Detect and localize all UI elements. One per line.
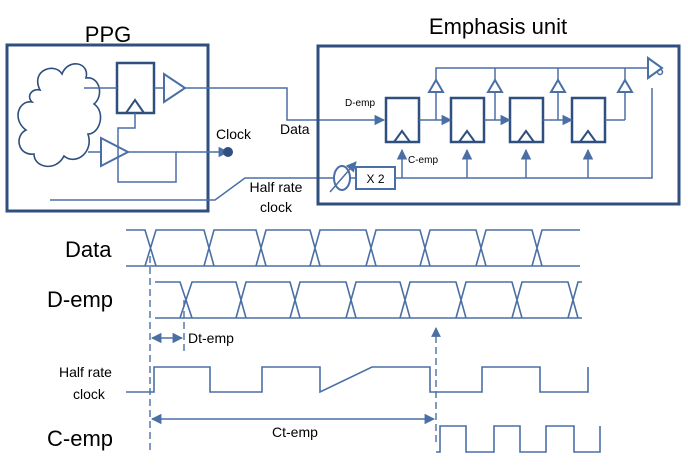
tap-buffers — [427, 56, 664, 120]
x2-label: X 2 — [366, 172, 384, 186]
ppg-flip-flop — [115, 61, 156, 115]
emp-flip-flop-4 — [570, 96, 607, 144]
data-wire-label: Data — [280, 121, 310, 137]
dt-emp-label: Dt-emp — [188, 330, 234, 346]
emp-flip-flop-2 — [449, 96, 486, 144]
data-eye-waveform — [126, 229, 580, 267]
ppg-ff-clock-icon — [125, 98, 145, 114]
emp-flip-flop-3 — [508, 96, 545, 144]
output-driver-icon — [647, 56, 664, 80]
d-emp-small-label: D-emp — [345, 98, 375, 109]
clock-distribution: X 2 — [329, 88, 653, 193]
timing-halfrate-label-1: Half rate — [59, 364, 112, 380]
logic-cloud — [17, 63, 102, 168]
half-rate-clock-waveform — [126, 366, 589, 394]
ppg-output-buffer-icon — [163, 72, 187, 104]
emp-flip-flop-1 — [384, 96, 421, 144]
ppg-clock-buffer-icon — [100, 136, 131, 168]
timing-demp-label: D-emp — [47, 287, 113, 312]
emphasis-title: Emphasis unit — [429, 14, 567, 39]
clock-output-dot — [223, 147, 233, 157]
c-emp-small-label: C-emp — [408, 155, 438, 166]
d-emp-eye-waveform — [155, 281, 582, 319]
timing-data-label: Data — [65, 237, 112, 262]
c-emp-clock-waveform — [436, 425, 601, 453]
ppg-title: PPG — [85, 22, 131, 47]
ppg-block — [5, 43, 210, 213]
ct-emp-label: Ct-emp — [272, 424, 318, 440]
clock-label: Clock — [216, 126, 252, 142]
half-rate-clock-wire — [50, 177, 334, 201]
timing-halfrate-label-2: clock — [73, 386, 106, 402]
timing-cemp-label: C-emp — [47, 426, 113, 451]
data-wire — [185, 87, 386, 126]
half-rate-label-1: Half rate — [250, 179, 303, 195]
emphasis-unit-block — [316, 44, 681, 206]
half-rate-label-2: clock — [260, 199, 293, 215]
